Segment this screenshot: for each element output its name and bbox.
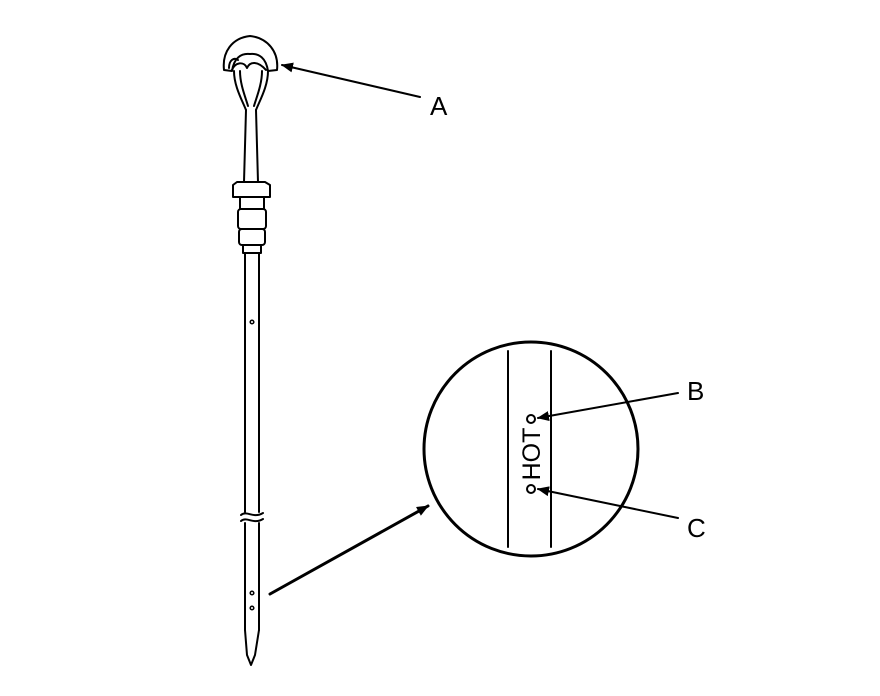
leader-a bbox=[281, 62, 421, 98]
dipstick-handle bbox=[222, 35, 279, 111]
dipstick-blade bbox=[240, 252, 264, 666]
upper-mark-hole bbox=[526, 414, 536, 424]
leader-c bbox=[537, 486, 679, 519]
detail-view bbox=[422, 340, 640, 558]
leader-b bbox=[537, 392, 679, 421]
hot-marking: HOT bbox=[518, 428, 546, 481]
callout-c: C bbox=[687, 513, 706, 543]
dipstick-upper-shaft bbox=[243, 109, 259, 183]
dipstick-blade-holes bbox=[249, 319, 255, 611]
lower-mark-hole bbox=[526, 484, 536, 494]
callout-b: B bbox=[687, 376, 704, 406]
callout-a: A bbox=[430, 91, 448, 121]
dipstick-seal bbox=[232, 181, 271, 254]
detail-pointer-arrow bbox=[268, 504, 430, 596]
